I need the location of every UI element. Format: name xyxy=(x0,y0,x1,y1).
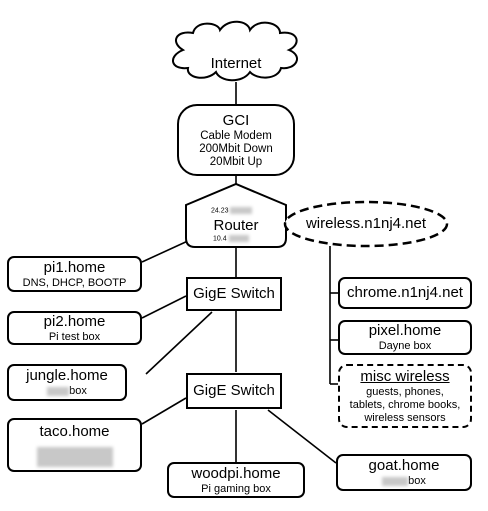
woodpi-title: woodpi.home xyxy=(191,464,281,482)
goat-node: goat.home box xyxy=(336,454,472,491)
router-ip-bottom-text: 10.4 xyxy=(213,235,227,243)
gci-title: GCI xyxy=(222,111,250,129)
woodpi-sub: Pi gaming box xyxy=(201,482,271,495)
gci-node: GCI Cable Modem 200Mbit Down 20Mbit Up xyxy=(177,104,295,176)
woodpi-node: woodpi.home Pi gaming box xyxy=(167,462,305,498)
router-outline xyxy=(185,182,287,248)
link-switch1-pi2 xyxy=(141,295,187,319)
pi2-node: pi2.home Pi test box xyxy=(7,311,142,345)
router-title: Router xyxy=(213,217,259,234)
link-router-pi1 xyxy=(141,239,191,263)
jungle-redacted xyxy=(47,386,70,396)
gci-line-3: 20Mbit Up xyxy=(209,155,263,168)
taco-node: taco.home xyxy=(7,418,142,472)
gci-line-2: 200Mbit Down xyxy=(199,142,273,155)
pi1-title: pi1.home xyxy=(43,258,106,276)
switch1-label: GigE Switch xyxy=(193,285,275,302)
goat-redacted xyxy=(382,476,409,486)
taco-redacted xyxy=(36,447,113,467)
jungle-sub: box xyxy=(69,385,87,397)
jungle-node: jungle.home box xyxy=(7,364,127,401)
misc-wireless-node: misc wireless guests, phones, tablets, c… xyxy=(338,364,472,428)
misc-line-2: tablets, chrome books, xyxy=(349,398,461,411)
chrome-title: chrome.n1nj4.net xyxy=(347,284,463,301)
link-switch2-goat xyxy=(267,409,337,464)
cloud-outline xyxy=(172,20,298,82)
pi2-sub: Pi test box xyxy=(48,330,101,343)
chrome-node: chrome.n1nj4.net xyxy=(338,277,472,309)
gci-line-1: Cable Modem xyxy=(200,129,272,142)
pi2-title: pi2.home xyxy=(43,312,106,330)
router-ip-top: 24.23 xyxy=(211,207,253,215)
jungle-title: jungle.home xyxy=(26,367,108,384)
wireless-label: wireless.n1nj4.net xyxy=(305,215,427,232)
pixel-sub: Dayne box xyxy=(378,340,432,352)
jungle-sub-row: box xyxy=(47,385,87,398)
pi1-sub: DNS, DHCP, BOOTP xyxy=(22,276,127,289)
router-ip-top-text: 24.23 xyxy=(211,207,229,215)
router-ip-bottom-redacted xyxy=(228,235,249,242)
gige-switch-2: GigE Switch xyxy=(186,373,282,409)
pixel-title: pixel.home xyxy=(368,322,442,339)
misc-line-1: guests, phones, xyxy=(366,385,444,398)
taco-title: taco.home xyxy=(39,423,110,440)
goat-title: goat.home xyxy=(368,457,440,474)
pixel-node: pixel.home Dayne box xyxy=(338,320,472,355)
misc-line-3: wireless sensors xyxy=(364,411,446,424)
link-switch2-taco xyxy=(141,397,187,425)
goat-sub-row: box xyxy=(382,475,426,488)
pi1-node: pi1.home DNS, DHCP, BOOTP xyxy=(7,256,142,292)
goat-sub: box xyxy=(408,475,426,487)
internet-label: Internet xyxy=(210,55,262,72)
switch2-label: GigE Switch xyxy=(193,382,275,399)
router-ip-bottom: 10.4 xyxy=(213,235,249,242)
link-switch1-jungle xyxy=(145,311,213,375)
gige-switch-1: GigE Switch xyxy=(186,277,282,311)
router-ip-top-redacted xyxy=(230,207,253,214)
misc-title: misc wireless xyxy=(360,367,450,385)
wireless-ellipse-outline xyxy=(283,200,449,248)
